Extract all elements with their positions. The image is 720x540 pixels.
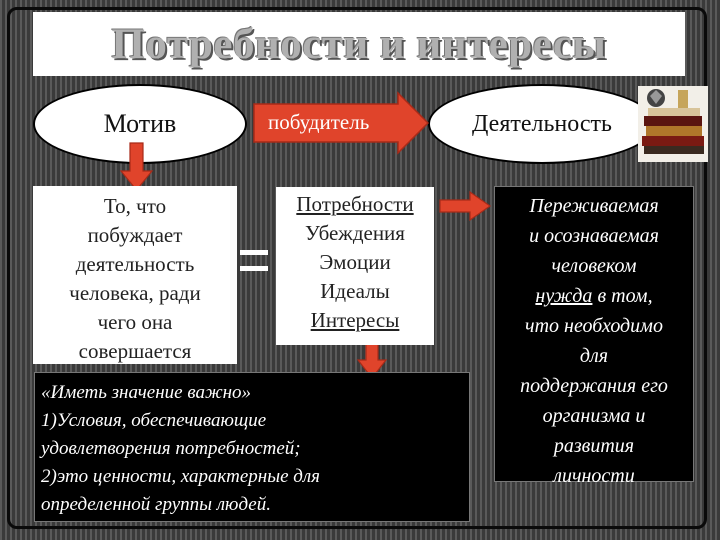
slide-title: Потребности и интересы: [111, 20, 607, 68]
needs-item-2: Убеждения: [305, 221, 405, 245]
definition-line-4: человека, ради: [69, 281, 201, 305]
interest-line-2: 1)Условия, обеспечивающие: [41, 410, 267, 431]
need-line-1: Переживаемая: [529, 195, 659, 217]
need-line-10: личности: [553, 465, 635, 487]
needs-item-4: Идеалы: [320, 279, 390, 303]
books-icon: [638, 86, 708, 162]
incentive-arrow: [253, 91, 430, 155]
motiv-definition-box: То, что побуждает деятельность человека,…: [33, 186, 237, 364]
need-line-9: развития: [553, 435, 635, 457]
needs-item-5: Интересы: [310, 308, 400, 332]
interest-line-4: 2)это ценности, характерные для: [41, 466, 321, 487]
definition-line-1: То, что: [103, 194, 167, 218]
need-line-7: поддержания его: [520, 375, 668, 397]
slide-frame: [7, 7, 707, 529]
interest-definition-box: «Иметь значение важно» 1)Условия, обеспе…: [34, 372, 470, 522]
motiv-down-arrow: [119, 142, 154, 191]
title-bar: Потребности и интересы: [33, 12, 685, 76]
definition-line-5: чего она: [97, 310, 173, 334]
need-line-2: и осознаваемая: [529, 225, 659, 247]
interest-line-5: определенной группы людей.: [41, 494, 271, 515]
interest-line-3: удовлетворения потребностей;: [41, 438, 301, 459]
need-line-3: человеком: [551, 255, 637, 277]
needs-item-3: Эмоции: [319, 250, 391, 274]
interest-line-1: «Иметь значение важно»: [41, 382, 252, 403]
definition-line-2: побуждает: [87, 223, 183, 247]
need-line-8: организма и: [542, 405, 646, 427]
need-line-5: что необходимо: [525, 315, 663, 337]
need-underlined-word: нужда: [535, 285, 593, 307]
motiv-label: Мотив: [103, 109, 177, 138]
activity-ellipse: Деятельность: [428, 84, 656, 164]
definition-line-3: деятельность: [75, 252, 195, 276]
need-line-4-text: в том,: [597, 285, 653, 307]
needs-right-arrow: [439, 190, 492, 222]
needs-item-1: Потребности: [296, 192, 414, 216]
needs-list-box: Потребности Убеждения Эмоции Идеалы Инте…: [276, 187, 434, 345]
definition-line-6: совершается: [78, 339, 192, 363]
incentive-arrow-label: побудитель: [268, 110, 370, 134]
equals-sign: [240, 248, 270, 274]
activity-label: Деятельность: [472, 110, 612, 137]
need-line-6: для: [579, 345, 609, 367]
need-line-4: нужда в том,: [495, 281, 693, 311]
need-definition-box: Переживаемая и осознаваемая человеком ну…: [494, 186, 694, 487]
